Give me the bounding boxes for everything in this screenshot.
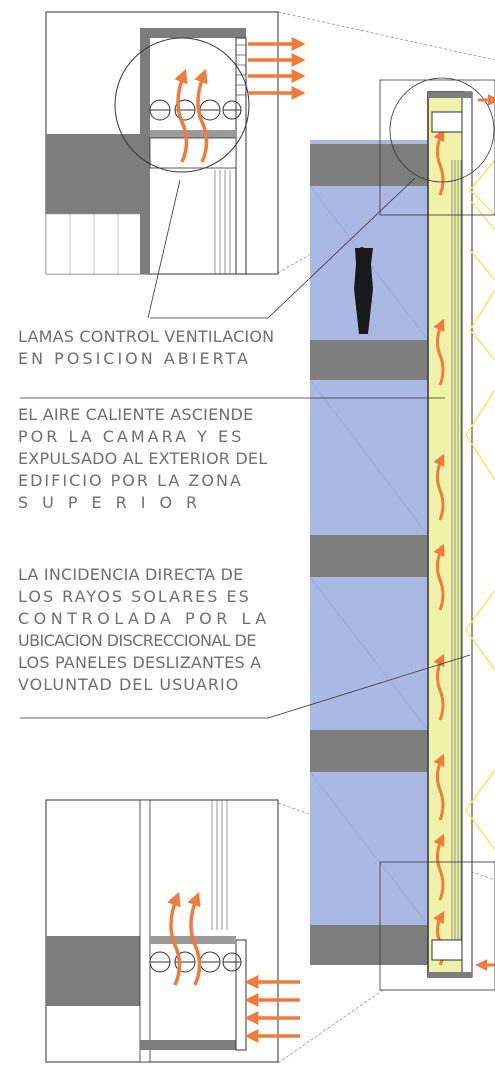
note-line: EL AIRE CALIENTE ASCIENDE (18, 405, 254, 424)
louver-boxes (431, 111, 463, 961)
top-detail (45, 11, 306, 275)
note-line: UBICACION DISCRECCIONAL DE (18, 631, 256, 650)
outer-skin (461, 91, 473, 978)
floor-slab (310, 730, 428, 772)
note-line: EDIFICIO POR LA ZONA (18, 471, 243, 490)
note-line: LA INCIDENCIA DIRECTA DE (18, 565, 244, 584)
note-line: CONTROLADA POR LA (18, 609, 271, 628)
detail-frame-bottom (379, 861, 495, 991)
building-section (309, 77, 495, 991)
floor-slab (310, 535, 428, 577)
detail-callout-circle (389, 77, 495, 183)
sliding-panels (451, 160, 462, 960)
leader-lines (20, 177, 471, 719)
floor-slab (310, 144, 428, 186)
note-line: POR LA CAMARA Y ES (18, 427, 245, 446)
note-louvers-open: LAMAS CONTROL VENTILACION EN POSICION AB… (18, 326, 274, 370)
ventilation-cavity (427, 91, 465, 978)
human-figure (354, 248, 373, 334)
note-line: LOS PANELES DESLIZANTES A (18, 653, 262, 672)
detail-frame-top (379, 79, 495, 216)
note-line: EXPULSADO AL EXTERIOR DEL (18, 449, 268, 468)
bottom-detail (45, 799, 300, 1063)
floor-slab (310, 340, 428, 380)
note-line: LOS RAYOS SOLARES ES (18, 587, 251, 606)
note-line: VOLUNTAD DEL USUARIO (18, 675, 240, 694)
airflow-arrows-top-detail (174, 37, 306, 163)
airflow-arrows-bottom-detail (167, 891, 300, 1043)
floor-slab (310, 925, 428, 965)
note-line: LAMAS CONTROL VENTILACION (18, 327, 275, 346)
note-line: SUPERIOR (18, 493, 212, 512)
note-line: EN POSICION ABIERTA (18, 349, 251, 368)
note-solar-control: LA INCIDENCIA DIRECTA DE LOS RAYOS SOLAR… (18, 564, 271, 696)
note-hot-air-rises: EL AIRE CALIENTE ASCIENDE POR LA CAMARA … (18, 404, 267, 514)
sun-rays (465, 159, 495, 851)
